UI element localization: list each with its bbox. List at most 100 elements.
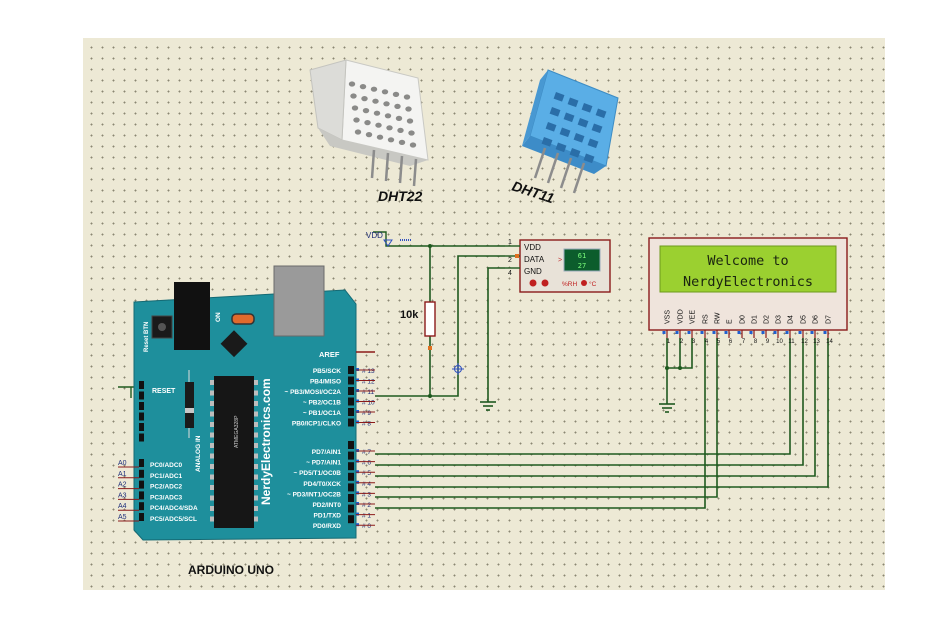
wires xyxy=(375,245,829,509)
lcd-pin-number: 1 xyxy=(667,339,671,345)
analog-pin-id: A3 xyxy=(118,492,127,499)
lcd-pin-name: VDD xyxy=(678,309,685,324)
junction-dot xyxy=(428,244,432,248)
analog-pin-id: A1 xyxy=(118,471,127,478)
digital-pin-number: # 4 xyxy=(362,481,371,488)
digital-pin-label: ~ PB3/MOSI/OC2A xyxy=(284,389,341,396)
dht-temperature-readout: 27 xyxy=(578,262,586,270)
digital-pin-number: # 3 xyxy=(362,491,371,498)
lcd-pin-name: D2 xyxy=(764,315,771,324)
voltage-regulator xyxy=(220,330,248,358)
usb-port xyxy=(273,265,325,337)
digital-pin-number: # 7 xyxy=(362,449,371,456)
lcd-pin-number: 5 xyxy=(717,339,721,345)
dht22-vent-holes xyxy=(348,81,417,148)
digital-pin-label: ~ PD5/T1/OC0B xyxy=(293,470,341,477)
dht-toggle-button[interactable] xyxy=(581,280,587,286)
lcd-pin-number: 2 xyxy=(680,339,684,345)
on-label: ON xyxy=(215,312,222,322)
right-header xyxy=(348,366,354,524)
digital-pin-number: # 8 xyxy=(362,421,371,428)
digital-pin-number: # 10 xyxy=(362,400,375,407)
board-label: ARDUINO UNO xyxy=(188,563,274,577)
diode xyxy=(185,382,194,428)
digital-pin-label: ~ PD3/INT1/OC2B xyxy=(287,491,341,498)
lcd-line-2: NerdyElectronics xyxy=(683,274,813,290)
arduino-uno-board[interactable]: Reset BTN ON ATMEGA328P NerdyElectronics… xyxy=(118,265,375,541)
analog-pin-labels: PC0/ADC0A0PC1/ADC1A1PC2/ADC2A2PC3/ADC3A3… xyxy=(118,460,198,523)
analog-pin-label: PC0/ADC0 xyxy=(150,462,183,469)
digital-pin-label: PD1/TXD xyxy=(314,513,342,520)
dht-pin-num: 2 xyxy=(508,257,512,264)
dht-increase-button[interactable] xyxy=(541,279,549,287)
junction-dot xyxy=(428,394,432,398)
digital-pin-label: PD0/RXD xyxy=(313,523,341,530)
dht-pin-name: DATA xyxy=(524,255,545,264)
lcd-pin-number: 6 xyxy=(729,339,733,345)
digital-pin-label: PD2/INT0 xyxy=(312,502,341,509)
digital-pin-label: ~ PB2/OC1B xyxy=(303,400,341,407)
lcd-16x2[interactable]: Welcome to NerdyElectronics VSS1VDD2VEE3… xyxy=(648,237,848,345)
dht-module[interactable]: 1 2 4 VDD DATA GND > 61 27 %RH °C xyxy=(505,239,611,293)
analog-pin-label: PC4/ADC4/SDA xyxy=(150,505,198,512)
vdd-terminal: VDD xyxy=(366,231,412,247)
lcd-pin-number: 13 xyxy=(813,339,820,345)
probe-marker-icon[interactable] xyxy=(452,363,464,375)
digital-pin-number: # 0 xyxy=(362,523,371,530)
power-jack xyxy=(174,282,210,350)
dht-footer-humidity: %RH xyxy=(562,281,577,288)
lcd-pin-name: D4 xyxy=(788,315,795,324)
dht11-vent-holes xyxy=(541,92,607,164)
lcd-pin-number: 11 xyxy=(788,339,795,345)
digital-pin-label: PB0/ICP1/CLKO xyxy=(292,421,341,428)
lcd-pin-number: 4 xyxy=(705,339,709,345)
digital-pin-number: # 12 xyxy=(362,379,375,386)
lcd-pin-name: E xyxy=(727,319,734,324)
vdd-label: VDD xyxy=(366,231,383,240)
analog-pin-id: A0 xyxy=(118,460,127,467)
lcd-pin-number: 10 xyxy=(776,339,783,345)
digital-pin-number: # 5 xyxy=(362,470,371,477)
dht-pin-num: 1 xyxy=(508,239,512,246)
resistor-10k[interactable]: 10k xyxy=(400,301,436,350)
analog-pin-id: A2 xyxy=(118,482,127,489)
dht22-label: DHT22 xyxy=(378,188,423,204)
lcd-pin-name: RS xyxy=(703,314,710,324)
lcd-pin-name: D7 xyxy=(826,315,833,324)
brand-vertical-text: NerdyElectronics.com xyxy=(259,378,273,505)
junction-dot xyxy=(678,366,682,370)
power-led xyxy=(231,313,255,325)
digital-pin-label: ~ PB1/OC1A xyxy=(303,410,341,417)
analog-pin-label: PC1/ADC1 xyxy=(150,473,183,480)
digital-pin-label: PD7/AIN1 xyxy=(312,449,342,456)
aref-label: AREF xyxy=(319,350,340,359)
dht-footer-temperature: °C xyxy=(589,280,597,288)
chip-label: ATMEGA328P xyxy=(234,415,240,448)
lcd-line-1: Welcome to xyxy=(707,253,788,269)
lcd-pin-name: VSS xyxy=(665,310,672,324)
dht11-sensor-image: DHT11 xyxy=(510,69,619,206)
lcd-pin-number: 14 xyxy=(826,339,833,345)
lcd-pin-number: 3 xyxy=(692,339,696,345)
lcd-pin-name: D5 xyxy=(801,315,808,324)
lcd-pin-number: 12 xyxy=(801,339,808,345)
analog-pin-id: A4 xyxy=(118,503,127,510)
lcd-pin-name: D3 xyxy=(776,315,783,324)
lcd-pin-row: VSS1VDD2VEE3RS4RW5E6D07D18D29D310D411D51… xyxy=(662,309,833,345)
digital-pin-number: # 9 xyxy=(362,410,371,417)
digital-pin-label: PD4/T0/XCK xyxy=(303,481,341,488)
reset-label: RESET xyxy=(152,388,176,395)
digital-pin-number: # 2 xyxy=(362,502,371,509)
dht-pin-name: VDD xyxy=(524,243,541,252)
left-header xyxy=(139,381,144,521)
analog-pin-label: PC3/ADC3 xyxy=(150,494,183,501)
analog-pin-id: A5 xyxy=(118,514,127,521)
lcd-pin-name: D6 xyxy=(813,315,820,324)
lcd-pin-number: 9 xyxy=(766,339,770,345)
digital-pin-number: # 1 xyxy=(362,513,371,520)
dht22-sensor-image: DHT22 xyxy=(309,59,429,204)
dht-decrease-button[interactable] xyxy=(529,279,537,287)
lcd-pin-number: 7 xyxy=(742,339,746,345)
